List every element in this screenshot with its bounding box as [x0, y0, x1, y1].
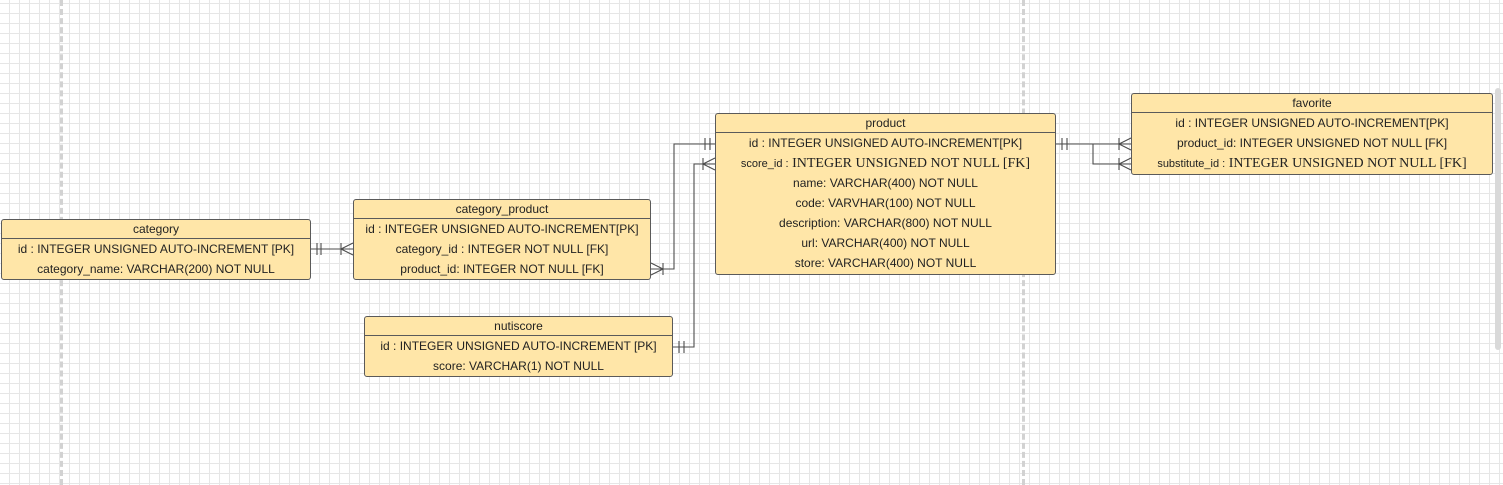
entity-title: nutiscore [365, 317, 672, 336]
link-nutiscore-product [673, 163, 715, 348]
one-marker [316, 243, 322, 255]
field-id: id : INTEGER UNSIGNED AUTO-INCREMENT[PK] [748, 136, 1023, 150]
field-score-id: score_id : INTEGER UNSIGNED NOT NULL [FK… [716, 154, 1055, 174]
field-key: substitute_id : [1157, 158, 1226, 170]
entity-category-product[interactable]: category_product id : INTEGER UNSIGNED A… [353, 199, 651, 280]
field-score: score: VARCHAR(1) NOT NULL [433, 359, 604, 373]
field-substitute-id: substitute_id : INTEGER UNSIGNED NOT NUL… [1132, 154, 1492, 174]
entity-title: product [716, 114, 1055, 133]
entity-product[interactable]: product id : INTEGER UNSIGNED AUTO-INCRE… [715, 113, 1056, 275]
entity-title: category_product [354, 200, 650, 219]
field-store: store: VARCHAR(400) NOT NULL [794, 256, 977, 270]
entity-title: category [2, 220, 310, 239]
vertical-scrollbar[interactable] [1495, 88, 1501, 350]
entity-title: favorite [1132, 94, 1492, 113]
many-marker [1118, 157, 1132, 171]
one-marker [678, 341, 685, 353]
entity-nutiscore[interactable]: nutiscore id : INTEGER UNSIGNED AUTO-INC… [364, 316, 673, 377]
field-id: id : INTEGER UNSIGNED AUTO-INCREMENT [PK… [380, 339, 657, 353]
field-id: id : INTEGER UNSIGNED AUTO-INCREMENT [PK… [17, 242, 295, 256]
many-marker [1118, 137, 1132, 151]
many-marker [702, 157, 716, 171]
field-name: name: VARCHAR(400) NOT NULL [793, 176, 978, 190]
field-id: id : INTEGER UNSIGNED AUTO-INCREMENT[PK] [1175, 116, 1449, 130]
field-code: code: VARVHAR(100) NOT NULL [795, 196, 976, 210]
entity-category[interactable]: category id : INTEGER UNSIGNED AUTO-INCR… [1, 219, 311, 280]
field-id: id : INTEGER UNSIGNED AUTO-INCREMENT[PK] [365, 222, 639, 236]
field-type: INTEGER UNSIGNED NOT NULL [FK] [1228, 156, 1467, 171]
many-marker [650, 262, 664, 276]
entity-favorite[interactable]: favorite id : INTEGER UNSIGNED AUTO-INCR… [1131, 93, 1493, 175]
field-url: url: VARCHAR(400) NOT NULL [801, 236, 970, 250]
field-key: score_id : [740, 158, 789, 170]
field-product-id: product_id: INTEGER NOT NULL [FK] [400, 262, 604, 276]
field-product-id: product_id: INTEGER UNSIGNED NOT NULL [F… [1176, 136, 1448, 150]
field-type: INTEGER UNSIGNED NOT NULL [FK] [792, 156, 1031, 171]
one-marker [1061, 138, 1068, 150]
link-product-favorite-substitute [1092, 144, 1131, 165]
one-marker [704, 138, 711, 150]
field-description: description: VARCHAR(800) NOT NULL [779, 216, 992, 230]
field-category-name: category_name: VARCHAR(200) NOT NULL [37, 262, 275, 276]
many-marker [340, 242, 354, 256]
field-category-id: category_id : INTEGER NOT NULL [FK] [395, 242, 609, 256]
